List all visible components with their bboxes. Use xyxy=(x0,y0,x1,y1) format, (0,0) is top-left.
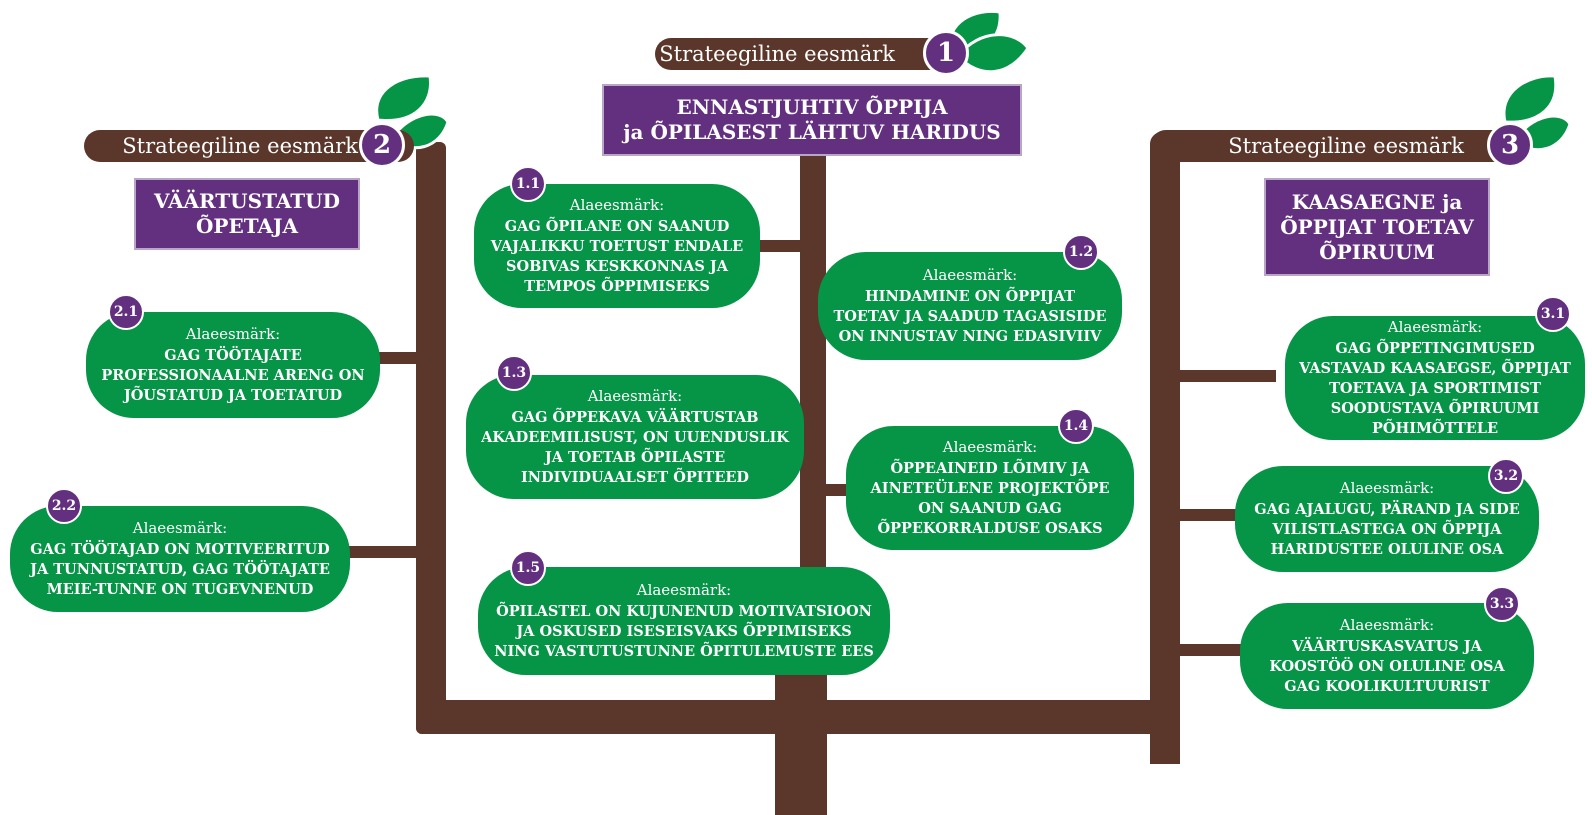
subgoal-1-2: Alaeesmärk: HINDAMINE ON ÕPPIJAT TOETAV … xyxy=(818,252,1122,360)
goal-3-title: KAASAEGNE ja ÕPPIJAT TOETAV ÕPIRUUM xyxy=(1266,180,1488,274)
subgoal-label: Alaeesmärk: xyxy=(185,325,281,343)
subgoal-label: Alaeesmärk: xyxy=(1339,479,1435,497)
subgoal-text: VÄÄRTUSKASVATUS JA KOOSTÖÖ ON OLULINE OS… xyxy=(1269,638,1505,695)
subgoal-badge-3-2: 3.2 xyxy=(1488,458,1524,494)
goal-1-title: ENNASTJUHTIV ÕPPIJA ja ÕPILASEST LÄHTUV … xyxy=(604,86,1020,154)
goal-1-pill: Strateegiline eesmärk xyxy=(655,38,951,70)
goal-3-title-line-2: ÕPPIJAT TOETAV xyxy=(1280,214,1474,239)
subgoal-text: GAG TÖÖTAJATE PROFESSIONAALNE ARENG ON J… xyxy=(101,347,365,404)
subgoal-text: GAG ÕPPETINGIMUSED VASTAVAD KAASAEGSE, Õ… xyxy=(1299,340,1571,437)
subgoal-badge-2-1: 2.1 xyxy=(108,294,144,330)
central-trunk xyxy=(775,660,827,815)
goal-2-title-line-2: ÕPETAJA xyxy=(196,214,298,238)
goal-3-title-line-1: KAASAEGNE ja xyxy=(1291,189,1463,214)
subgoal-badge-1-2: 1.2 xyxy=(1063,234,1099,270)
subgoal-label: Alaeesmärk: xyxy=(1387,318,1483,336)
goal-2-title: VÄÄRTUSTATUD ÕPETAJA xyxy=(136,180,358,248)
subgoal-badge-2-2: 2.2 xyxy=(46,488,82,524)
subgoal-1-3: Alaeesmärk: GAG ÕPPEKAVA VÄÄRTUSTAB AKAD… xyxy=(466,375,804,499)
subgoal-label: Alaeesmärk: xyxy=(922,266,1018,284)
goal-1-title-line-1: ENNASTJUHTIV ÕPPIJA xyxy=(676,95,948,119)
goal-3-pill: Strateegiline eesmärk xyxy=(1150,130,1520,162)
subgoal-badge-1-5: 1.5 xyxy=(510,550,546,586)
subgoal-text: GAG AJALUGU, PÄRAND JA SIDE VILISTLASTEG… xyxy=(1254,501,1520,558)
subgoal-badge-1-3: 1.3 xyxy=(496,355,532,391)
twig-1-3 xyxy=(800,425,810,437)
twig-2-2 xyxy=(346,546,422,558)
subgoal-3-2: Alaeesmärk: GAG AJALUGU, PÄRAND JA SIDE … xyxy=(1235,466,1539,572)
twig-1-4 xyxy=(820,484,850,496)
twig-2-1 xyxy=(378,352,422,364)
goal-2-number: 2 xyxy=(359,122,405,168)
subgoal-badge-3-1: 3.1 xyxy=(1535,296,1571,332)
subgoal-1-1: Alaeesmärk: GAG ÕPILANE ON SAANUD VAJALI… xyxy=(474,184,760,308)
twig-3-3 xyxy=(1176,644,1242,656)
subgoal-1-5: Alaeesmärk: ÕPILASTEL ON KUJUNENUD MOTIV… xyxy=(478,567,890,675)
bottom-branch xyxy=(416,700,1176,734)
goal-1-number: 1 xyxy=(923,30,969,76)
subgoal-1-4: Alaeesmärk: ÕPPEAINEID LÕIMIV JA AINETEÜ… xyxy=(846,426,1134,550)
goal-2-title-line-1: VÄÄRTUSTATUD xyxy=(154,189,340,213)
left-branch xyxy=(416,142,446,734)
subgoal-label: Alaeesmärk: xyxy=(636,581,732,599)
right-branch xyxy=(1150,142,1180,762)
subgoal-badge-1-4: 1.4 xyxy=(1058,408,1094,444)
subgoal-label: Alaeesmärk: xyxy=(132,519,228,537)
subgoal-2-2: Alaeesmärk: GAG TÖÖTAJAD ON MOTIVEERITUD… xyxy=(10,506,350,612)
subgoal-label: Alaeesmärk: xyxy=(1339,616,1435,634)
subgoal-badge-1-1: 1.1 xyxy=(510,166,546,202)
goal-2-pill-label: Strateegiline eesmärk xyxy=(122,134,358,158)
subgoal-label: Alaeesmärk: xyxy=(587,387,683,405)
subgoal-text: GAG TÖÖTAJAD ON MOTIVEERITUD JA TUNNUSTA… xyxy=(30,541,330,598)
twig-3-1 xyxy=(1176,370,1276,382)
goal-3-title-line-3: ÕPIRUUM xyxy=(1319,239,1435,264)
subgoal-text: ÕPPEAINEID LÕIMIV JA AINETEÜLENE PROJEKT… xyxy=(870,460,1110,537)
twig-1-1 xyxy=(756,240,806,252)
subgoal-text: GAG ÕPILANE ON SAANUD VAJALIKKU TOETUST … xyxy=(490,218,744,295)
twig-3-2 xyxy=(1176,509,1238,521)
subgoal-badge-3-3: 3.3 xyxy=(1484,586,1520,622)
goal-2-pill: Strateegiline eesmärk xyxy=(84,130,414,162)
goal-1-pill-label: Strateegiline eesmärk xyxy=(659,42,895,66)
subgoal-label: Alaeesmärk: xyxy=(942,438,1038,456)
subgoal-3-3: Alaeesmärk: VÄÄRTUSKASVATUS JA KOOSTÖÖ O… xyxy=(1240,603,1534,709)
goal-3-number: 3 xyxy=(1487,122,1533,168)
subgoal-label: Alaeesmärk: xyxy=(569,196,665,214)
subgoal-text: GAG ÕPPEKAVA VÄÄRTUSTAB AKADEEMILISUST, … xyxy=(481,409,789,486)
goal-1-title-line-2: ja ÕPILASEST LÄHTUV HARIDUS xyxy=(623,120,1001,144)
subgoal-text: ÕPILASTEL ON KUJUNENUD MOTIVATSIOON JA O… xyxy=(494,603,874,660)
goal-3-pill-label: Strateegiline eesmärk xyxy=(1228,134,1464,158)
subgoal-3-1: Alaeesmärk: GAG ÕPPETINGIMUSED VASTAVAD … xyxy=(1285,316,1585,440)
subgoal-text: HINDAMINE ON ÕPPIJAT TOETAV JA SAADUD TA… xyxy=(833,288,1107,345)
subgoal-2-1: Alaeesmärk: GAG TÖÖTAJATE PROFESSIONAALN… xyxy=(86,312,380,418)
